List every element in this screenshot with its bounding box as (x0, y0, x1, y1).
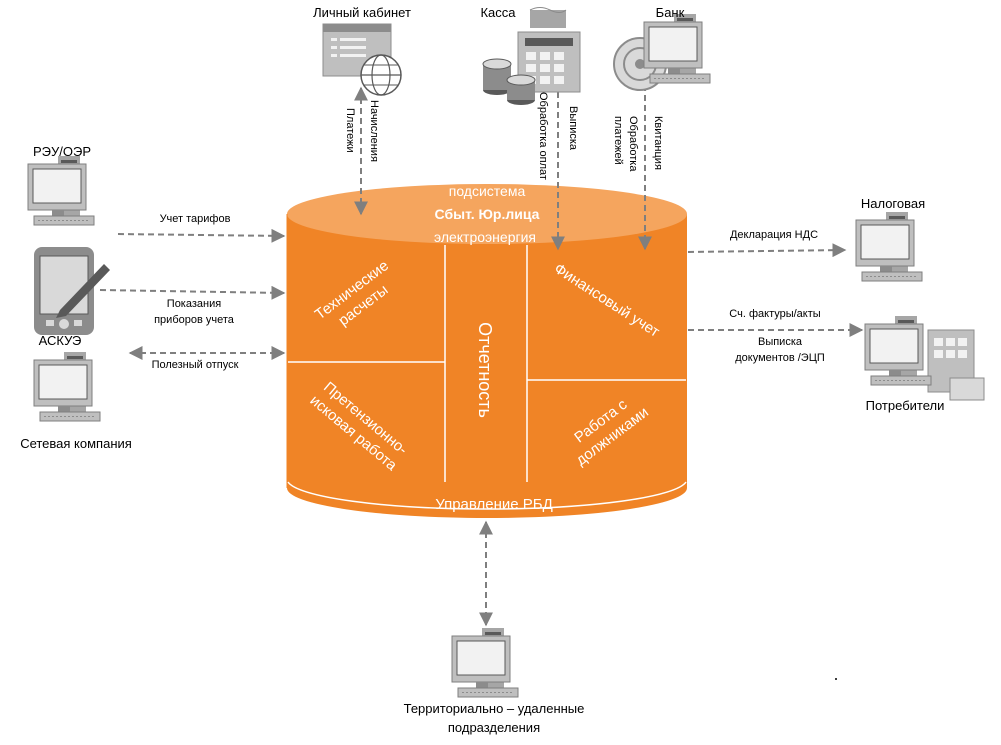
consumers-node (864, 315, 985, 401)
edge-label-readings-1: Показания (167, 298, 221, 310)
edge-label-readings-2: приборов учета (154, 314, 235, 326)
arrow-tariffs (117, 228, 286, 243)
edge-label-payments: Платежи (344, 108, 356, 153)
reporting-label: Отчетность (475, 322, 495, 418)
edge-label-bank-proc-1: Обработка (627, 116, 639, 172)
cabinet-node (322, 23, 402, 96)
cylinder-top-line2: Сбыт. Юр.лица (435, 206, 540, 222)
rdb-management-label: Управление РБД (435, 496, 553, 513)
edge-label-docs-1: Выписка (758, 336, 803, 348)
cylinder-top-line3: электроэнергия (434, 229, 536, 245)
coins-icon (482, 58, 536, 105)
edge-label-vat: Декларация НДС (730, 229, 818, 241)
connectors (99, 85, 864, 627)
edge-label-docs-2: документов /ЭЦП (735, 352, 825, 364)
remote-units-node (451, 627, 519, 698)
cylinder-top-line1: подсистема (449, 183, 526, 199)
reu-label: РЭУ/ОЭР (33, 144, 91, 159)
edge-label-processing: Обработка оплат (537, 92, 549, 180)
askue-node (34, 247, 110, 335)
network-company-label: Сетевая компания (20, 436, 132, 451)
tax-label: Налоговая (861, 196, 925, 211)
arrow-vat (687, 243, 847, 258)
tax-node (855, 211, 923, 282)
edge-label-supply: Полезный отпуск (152, 359, 239, 371)
bank-node (613, 13, 711, 91)
edge-label-invoices: Сч. фактуры/акты (729, 308, 820, 320)
askue-label: АСКУЭ (39, 333, 82, 348)
edge-label-receipts: Квитанция (652, 116, 664, 170)
stray-dot (835, 678, 837, 680)
globe-icon (360, 54, 402, 96)
network-company-node (33, 351, 101, 422)
edge-label-tariffs: Учет тарифов (160, 213, 231, 225)
kassa-label: Касса (480, 5, 516, 20)
database-cylinder (286, 184, 687, 518)
arrow-readings (99, 285, 286, 300)
cabinet-label: Личный кабинет (313, 5, 411, 20)
bank-label: Банк (656, 5, 685, 20)
remote-label-1: Территориально – удаленные (404, 701, 585, 716)
remote-label-2: подразделения (448, 720, 540, 735)
edge-label-statement: Выписка (567, 106, 579, 151)
edge-label-charges: Начисления (368, 100, 380, 162)
consumers-label: Потребители (866, 398, 945, 413)
edge-label-bank-proc-2: платежей (612, 116, 624, 165)
kassa-node (482, 7, 581, 105)
reu-node (27, 155, 95, 226)
